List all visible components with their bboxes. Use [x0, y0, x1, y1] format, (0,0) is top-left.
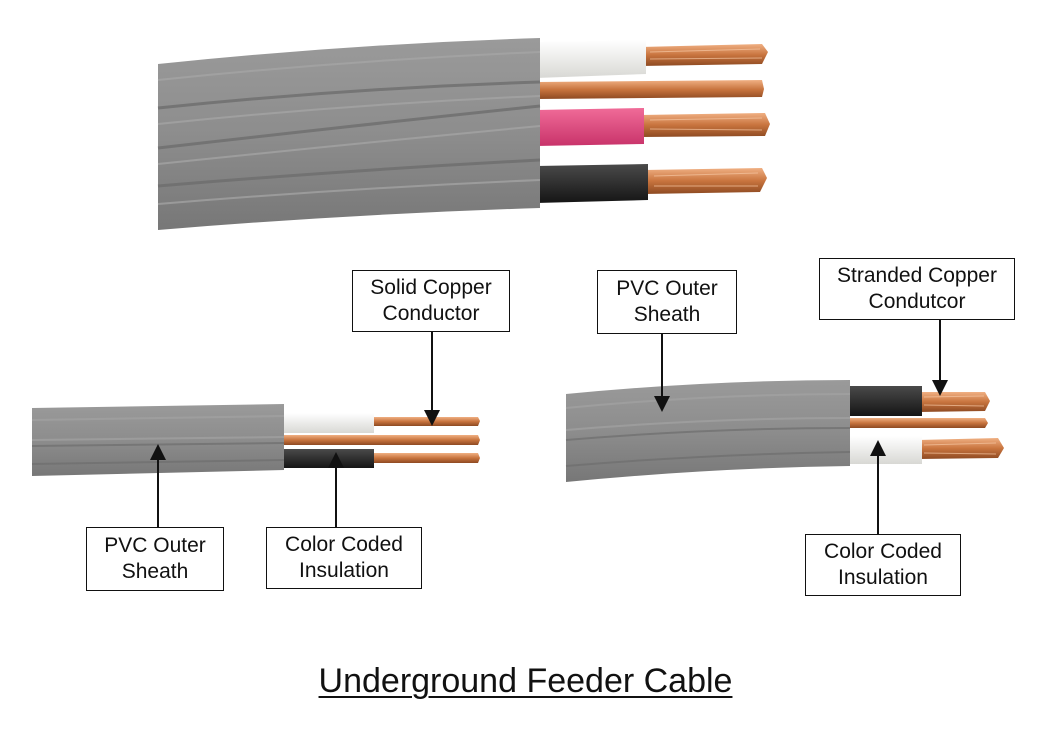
top-red-insulation [536, 108, 644, 146]
label-line: Color Coded [824, 540, 942, 563]
right-conductor-middle [846, 418, 988, 428]
left-white-insulation [280, 413, 374, 433]
label-right-pvc-outer-sheath: PVC Outer Sheath [597, 270, 737, 334]
label-line: Sheath [633, 303, 701, 326]
left-cable [31, 404, 480, 476]
callout-arrows [150, 320, 948, 534]
left-conductor-bottom [370, 453, 480, 463]
top-stranded-conductor-3 [644, 168, 767, 194]
label-line: Color Coded [285, 533, 403, 556]
diagram-title: Underground Feeder Cable [318, 662, 733, 700]
top-white-insulation [536, 40, 646, 78]
top-stranded-conductor-2 [640, 113, 770, 137]
top-solid-conductor [536, 80, 764, 99]
right-cable [565, 380, 1004, 482]
label-line: Conductor [382, 302, 480, 325]
left-conductor-middle [280, 435, 480, 445]
right-white-insulation [846, 436, 922, 464]
label-line: PVC Outer [104, 534, 206, 557]
label-right-color-coded-insulation: Color Coded Insulation [805, 534, 961, 596]
label-line: Stranded Copper [837, 264, 997, 287]
top-cable-conductors [536, 44, 770, 194]
label-line: Condutcor [868, 290, 966, 313]
top-cable [157, 38, 770, 230]
label-left-color-coded-insulation: Color Coded Insulation [266, 527, 422, 589]
right-conductor-top [918, 392, 990, 412]
label-left-pvc-outer-sheath: PVC Outer Sheath [86, 527, 224, 591]
label-right-stranded-copper-conductor: Stranded Copper Condutcor [819, 258, 1015, 320]
top-pvc-sheath [158, 38, 540, 230]
left-pvc-sheath [32, 404, 284, 476]
label-line: Insulation [838, 566, 928, 589]
left-conductor-top [370, 417, 480, 426]
top-black-insulation [536, 164, 648, 203]
label-line: Sheath [121, 560, 189, 583]
right-black-insulation [846, 386, 922, 416]
label-left-solid-copper-conductor: Solid Copper Conductor [352, 270, 510, 332]
label-line: PVC Outer [616, 277, 718, 300]
top-stranded-conductor-1 [640, 44, 768, 66]
left-black-insulation [280, 449, 374, 468]
label-line: Insulation [299, 559, 389, 582]
right-conductor-bottom [918, 438, 1004, 459]
label-line: Solid Copper [370, 276, 492, 299]
